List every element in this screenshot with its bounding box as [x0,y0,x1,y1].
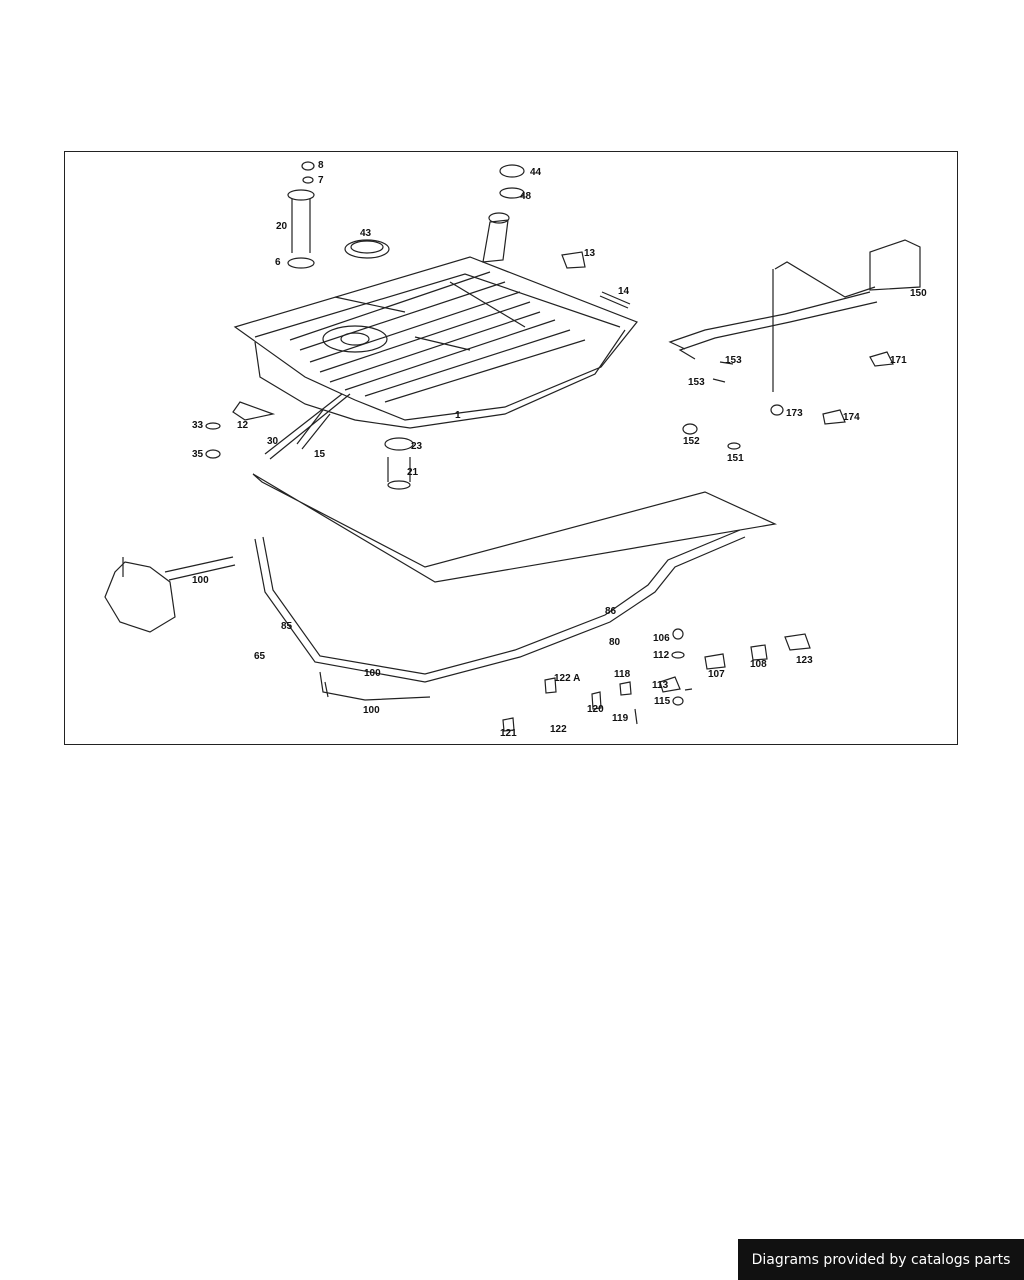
part-label-21: 21 [407,467,419,478]
lower-fuel-lines [104,529,746,701]
part-label-1: 1 [455,410,461,421]
parts-diagram-drawing [104,161,921,732]
part-label-113: 113 [652,680,669,691]
part-label-13: 13 [584,248,596,259]
part-label-122: 122 [550,724,567,735]
part-label-122-a: 122 A [554,673,581,684]
credit-banner: Diagrams provided by catalogs parts [738,1239,1024,1280]
part-label-65: 65 [254,651,266,662]
part-label-12: 12 [237,420,249,431]
part-label-85: 85 [281,621,293,632]
part-label-108: 108 [750,659,767,670]
tank-outlet-pipes [264,393,351,460]
part-label-100-c: 100 [363,705,380,716]
part-label-119: 119 [612,713,629,724]
credit-text: Diagrams provided by catalogs parts [751,1251,1011,1268]
part-label-8: 8 [318,160,324,171]
part-label-106: 106 [653,633,670,644]
part-label-30: 30 [267,436,279,447]
part-label-35: 35 [192,449,204,460]
part-label-23: 23 [411,441,423,452]
part-label-171: 171 [890,355,907,366]
part-label-48: 48 [520,191,532,202]
part-label-44: 44 [530,167,542,178]
part-label-150: 150 [910,288,927,299]
part-label-153-b: 153 [688,377,705,388]
part-label-100-a: 100 [192,575,209,586]
part-label-80: 80 [609,637,621,648]
part-label-120: 120 [587,704,604,715]
part-label-43: 43 [360,228,372,239]
sender-unit-parts [205,161,631,490]
part-label-20: 20 [276,221,288,232]
part-label-174: 174 [843,412,860,423]
part-label-107: 107 [708,669,725,680]
part-label-118: 118 [614,669,631,680]
part-label-123: 123 [796,655,813,666]
part-label-112: 112 [653,650,670,661]
part-label-153-a: 153 [725,355,742,366]
part-label-121: 121 [500,728,517,739]
part-label-151: 151 [727,453,744,464]
part-label-14: 14 [618,286,630,297]
parts-diagram-frame: 1 6 7 8 12 13 14 15 20 21 23 30 33 35 43… [64,151,958,745]
part-label-173: 173 [786,408,803,419]
clip-parts [502,628,811,732]
part-label-115: 115 [654,696,671,707]
part-label-152: 152 [683,436,700,447]
part-label-6: 6 [275,257,281,268]
part-label-100-b: 100 [364,668,381,679]
supply-line-loop [252,473,778,583]
part-label-33: 33 [192,420,204,431]
fuel-tank-drawing [233,212,638,429]
part-label-15: 15 [314,449,326,460]
part-label-86: 86 [605,606,617,617]
part-label-7: 7 [318,175,324,186]
vent-lines-and-canister [668,239,921,450]
